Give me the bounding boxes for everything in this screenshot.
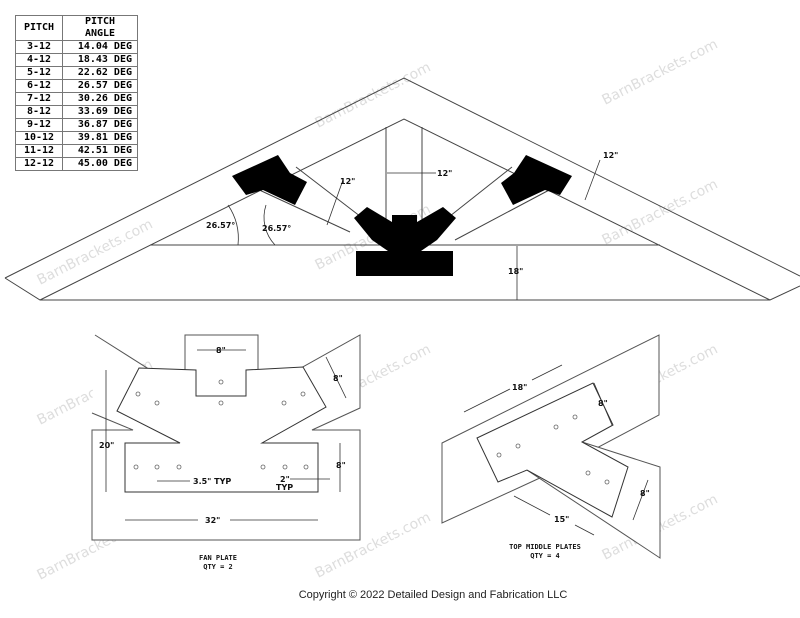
watermark: BarnBrackets.com — [600, 176, 721, 248]
truss-brackets — [232, 155, 572, 276]
dim-label: 18" — [508, 267, 523, 276]
dim-label: 8" — [598, 399, 608, 408]
caption: TOP MIDDLE PLATES — [509, 543, 581, 551]
copyright: Copyright © 2022 Detailed Design and Fab… — [298, 589, 568, 601]
dim-label: 12" — [340, 177, 355, 186]
watermark: BarnBrackets.com — [600, 36, 721, 108]
dim-label: 8" — [216, 346, 226, 355]
dim-label: 32" — [205, 516, 220, 525]
dim-label: 8" — [336, 461, 346, 470]
caption: FAN PLATE — [199, 554, 237, 562]
dim-label: 18" — [512, 383, 527, 392]
truss-elevation: 26.57° 26.57° 12" 12" 12" 18" — [4, 77, 800, 301]
dim-label: 20" — [99, 441, 114, 450]
dim-label: 2" — [280, 475, 290, 484]
top-plate-detail: 18" 8" 8" 15" TOP MIDDLE PLATES QTY = 4 — [441, 334, 661, 560]
dim-label: 3.5" TYP — [193, 477, 231, 486]
watermark: BarnBrackets.com — [313, 59, 434, 131]
caption: QTY = 2 — [203, 563, 233, 571]
dim-label: 12" — [603, 151, 618, 160]
dim-label: 8" — [640, 489, 650, 498]
table-header: PITCH — [15, 15, 63, 41]
angle-label: 26.57° — [206, 221, 235, 230]
dim-label: 8" — [333, 374, 343, 383]
dim-label: 15" — [554, 515, 569, 524]
table-header: PITCH ANGLE — [62, 15, 138, 41]
angle-label: 26.57° — [262, 224, 291, 233]
caption: QTY = 4 — [530, 552, 560, 560]
watermark: BarnBrackets.com — [35, 216, 156, 288]
dim-label: 12" — [437, 169, 452, 178]
dim-label: TYP — [276, 483, 293, 492]
fan-plate-detail: 8" 8" 20" 8" 3.5" TYP 2" TYP 32" FAN PLA… — [91, 334, 361, 571]
